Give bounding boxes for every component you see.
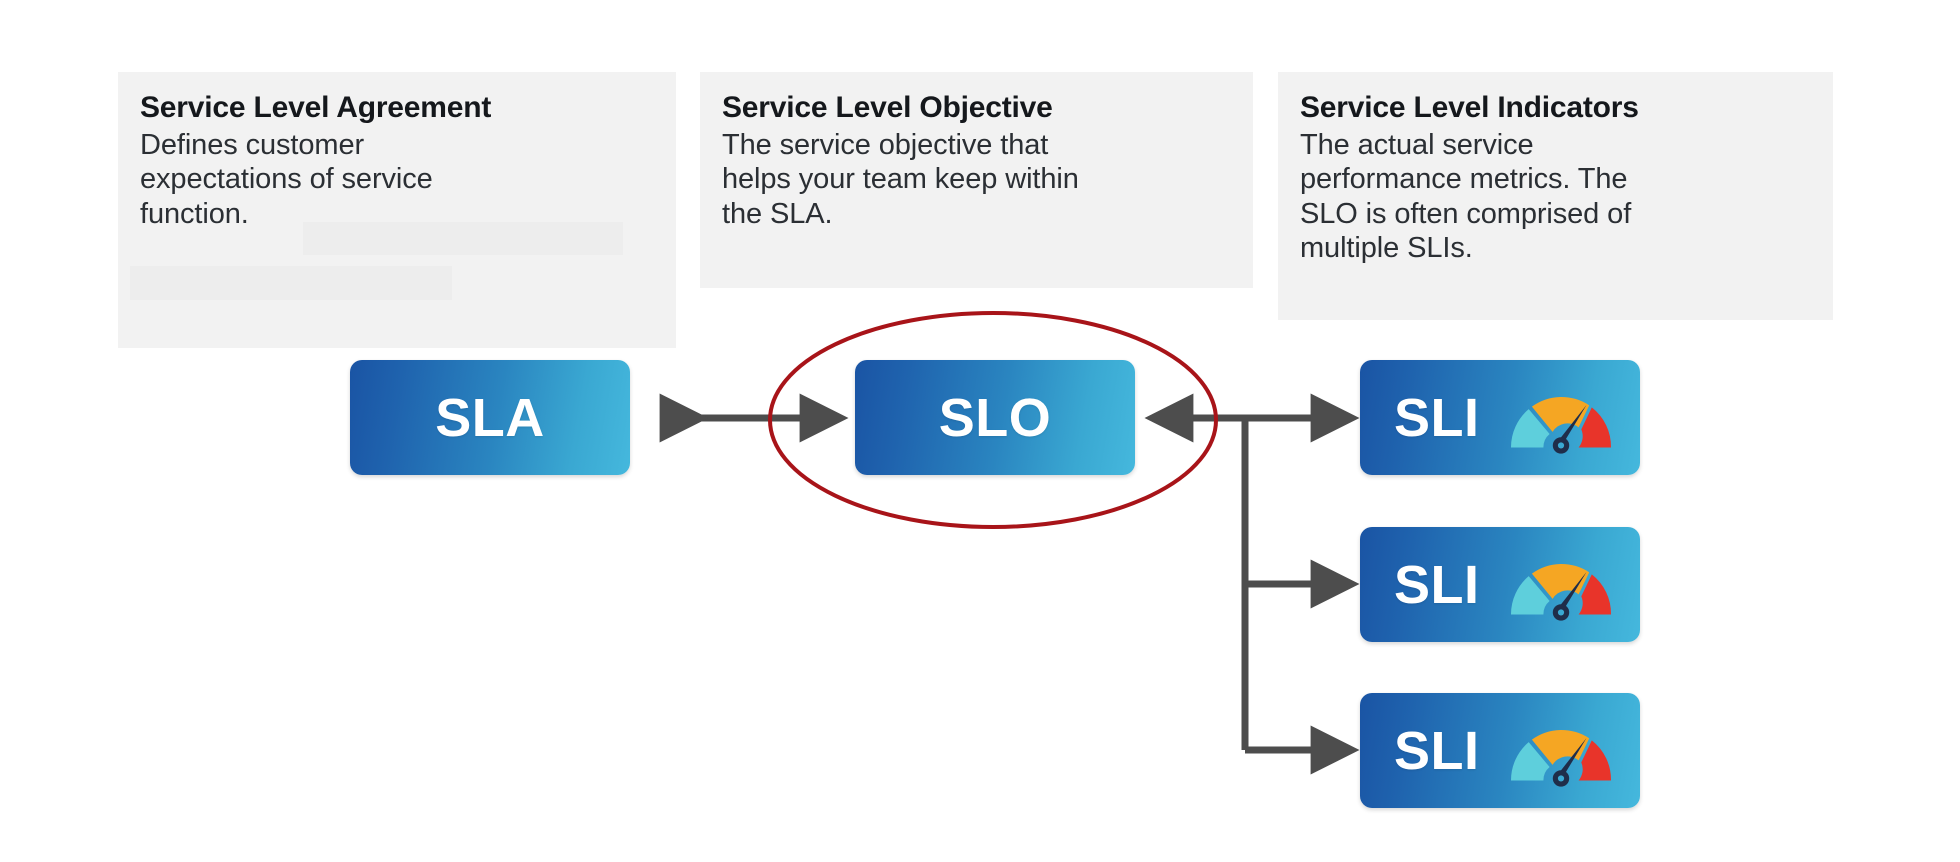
card-body-line: The service objective that — [722, 128, 1049, 161]
card-title: Service Level Objective — [722, 91, 1053, 124]
redaction-block — [130, 266, 452, 300]
node-sli-3[interactable]: SLI — [1360, 693, 1640, 808]
card-body-line: the SLA. — [722, 197, 833, 230]
node-sla-label: SLA — [435, 387, 545, 448]
card-body-line: helps your team keep within — [722, 163, 1079, 196]
card-body-line: performance metrics. The — [1300, 163, 1628, 196]
card-body-line: expectations of service — [140, 163, 433, 196]
gauge-icon — [1502, 383, 1620, 455]
definition-card-sli: Service Level Indicators The actual serv… — [1278, 72, 1833, 320]
node-sli-label: SLI — [1394, 720, 1480, 781]
node-sli-1[interactable]: SLI — [1360, 360, 1640, 475]
gauge-icon — [1502, 550, 1620, 622]
card-body-line: Defines customer — [140, 128, 365, 161]
node-sli-label: SLI — [1394, 554, 1480, 615]
node-slo[interactable]: SLO — [855, 360, 1135, 475]
redaction-block — [303, 222, 623, 255]
gauge-icon — [1502, 716, 1620, 788]
node-sla[interactable]: SLA — [350, 360, 630, 475]
card-body-line: The actual service — [1300, 128, 1534, 161]
definition-card-slo: Service Level Objective The service obje… — [700, 72, 1253, 288]
node-slo-label: SLO — [938, 387, 1052, 448]
card-body-line: multiple SLIs. — [1300, 232, 1473, 265]
node-sli-label: SLI — [1394, 387, 1480, 448]
card-title: Service Level Agreement — [140, 91, 492, 124]
card-body-line: SLO is often comprised of — [1300, 197, 1632, 230]
card-title: Service Level Indicators — [1300, 91, 1639, 124]
card-body-line: function. — [140, 197, 249, 230]
node-sli-2[interactable]: SLI — [1360, 527, 1640, 642]
definition-card-sla: Service Level Agreement Defines customer… — [118, 72, 676, 348]
